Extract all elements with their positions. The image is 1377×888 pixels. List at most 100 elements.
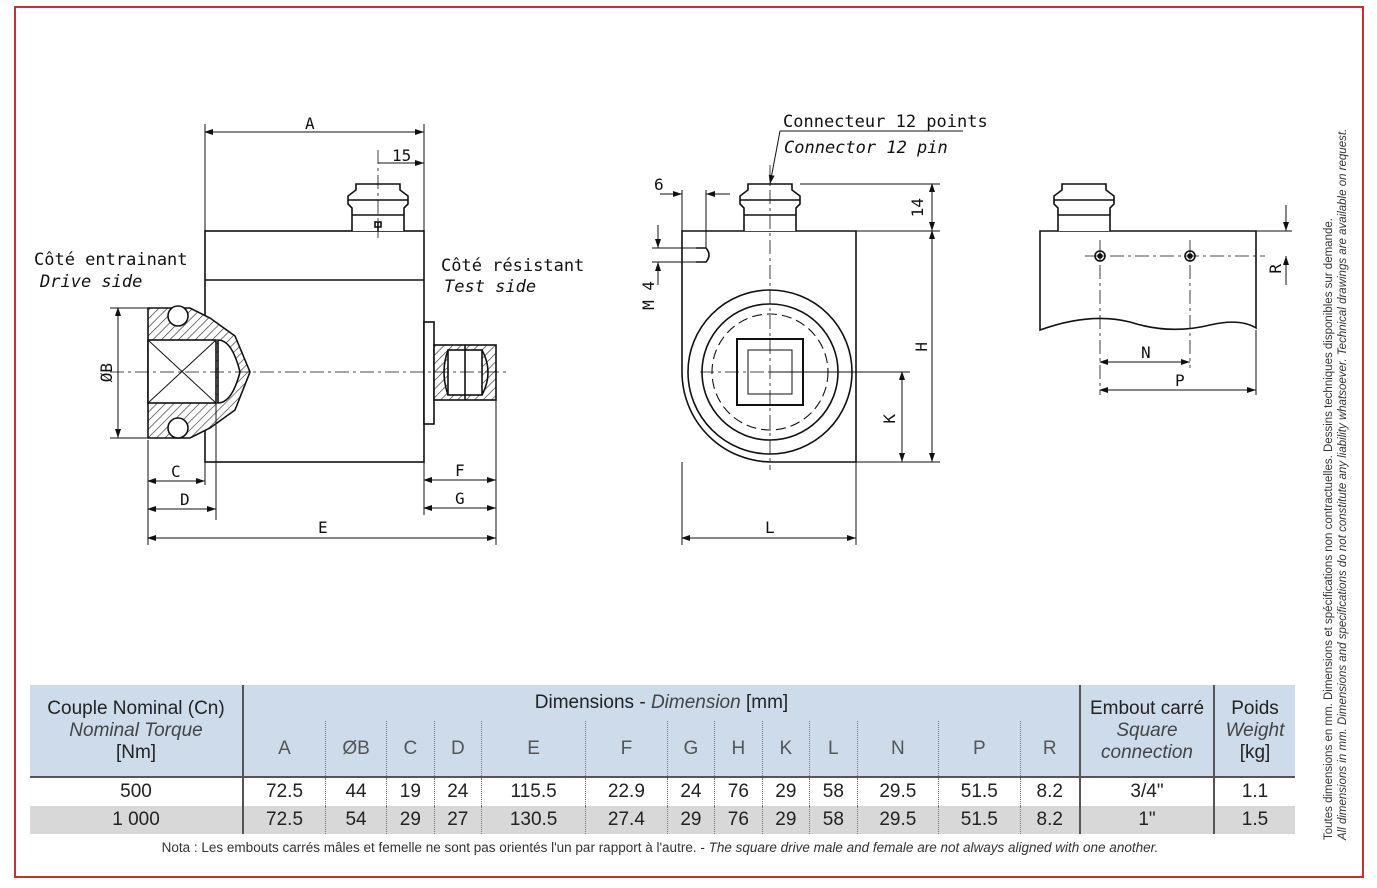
weight-header-title: Poids bbox=[1231, 697, 1279, 719]
torque-cell: 1 000 bbox=[30, 806, 244, 834]
value-cell: 72.5 bbox=[243, 776, 326, 806]
dim-n-label: N bbox=[1141, 343, 1151, 362]
torque-header-title: Couple Nominal (Cn) bbox=[47, 697, 225, 719]
test-side-label-fr: Côté résistant bbox=[441, 256, 585, 276]
col-header: D bbox=[433, 721, 482, 777]
dim-a-label: A bbox=[305, 114, 315, 133]
dim-k-label: K bbox=[880, 414, 899, 424]
col-header: L bbox=[809, 721, 858, 777]
torque-header-sub: Nominal Torque bbox=[69, 719, 203, 741]
dimensions-header: Dimensions - Dimension [mm] bbox=[243, 685, 1081, 721]
square-header-title: Embout carré bbox=[1089, 697, 1205, 719]
table-row: 1 000 72.5 54 29 27 130.5 27.4 29 76 29 … bbox=[30, 806, 1295, 834]
weight-header: Poids Weight [kg] bbox=[1214, 685, 1295, 777]
col-header: N bbox=[856, 721, 939, 777]
dim-g-label: G bbox=[455, 489, 465, 508]
value-cell: 29 bbox=[761, 776, 810, 806]
col-header: E bbox=[481, 721, 586, 777]
weight-cell: 1.5 bbox=[1214, 806, 1295, 834]
footnote-en: The square drive male and female are not… bbox=[708, 840, 1159, 855]
dim-15-label: 15 bbox=[392, 146, 412, 165]
value-cell: 29.5 bbox=[856, 806, 939, 834]
value-cell: 51.5 bbox=[938, 776, 1021, 806]
value-cell: 44 bbox=[325, 776, 387, 806]
top-view bbox=[1039, 183, 1257, 332]
footnote-fr: Nota : Les embouts carrés mâles et femel… bbox=[161, 840, 709, 855]
side-view bbox=[110, 150, 510, 463]
table-row: 500 72.5 44 19 24 115.5 22.9 24 76 29 58… bbox=[30, 776, 1295, 806]
value-cell: 29 bbox=[761, 806, 810, 834]
weight-header-unit: [kg] bbox=[1239, 741, 1271, 763]
col-header: K bbox=[761, 721, 810, 777]
dimensions-header-unit: [mm] bbox=[740, 692, 789, 713]
dim-c-label: C bbox=[171, 462, 181, 481]
drive-side-label-en: Drive side bbox=[40, 272, 143, 292]
value-cell: 19 bbox=[386, 776, 435, 806]
top-view-dimensions bbox=[1085, 205, 1292, 395]
col-header: H bbox=[714, 721, 763, 777]
value-cell: 8.2 bbox=[1019, 776, 1081, 806]
value-cell: 72.5 bbox=[243, 806, 326, 834]
torque-header: Couple Nominal (Cn) Nominal Torque [Nm] bbox=[30, 685, 244, 777]
weight-header-sub: Weight bbox=[1225, 719, 1285, 741]
weight-cell: 1.1 bbox=[1214, 776, 1295, 806]
value-cell: 58 bbox=[809, 776, 858, 806]
torque-header-unit: [Nm] bbox=[115, 741, 157, 763]
dim-p-label: P bbox=[1175, 371, 1185, 390]
dim-h-label: H bbox=[912, 342, 931, 352]
dimensions-header-title: Dimensions - bbox=[534, 692, 651, 713]
table-header-row: Couple Nominal (Cn) Nominal Torque [Nm] … bbox=[30, 685, 1295, 777]
value-cell: 29.5 bbox=[856, 776, 939, 806]
col-header: A bbox=[243, 721, 326, 777]
value-cell: 8.2 bbox=[1019, 806, 1081, 834]
dim-6-label: 6 bbox=[654, 175, 664, 194]
dim-14-label: 14 bbox=[908, 198, 927, 218]
dimensions-header-sub: Dimension bbox=[650, 692, 741, 713]
square-cell: 3/4" bbox=[1080, 776, 1215, 806]
value-cell: 29 bbox=[386, 806, 435, 834]
value-cell: 76 bbox=[714, 776, 763, 806]
footnote: Nota : Les embouts carrés mâles et femel… bbox=[0, 840, 1320, 855]
value-cell: 51.5 bbox=[938, 806, 1021, 834]
col-header: F bbox=[585, 721, 668, 777]
side-disclaimer: Toutes dimensions en mm. Dimensions et s… bbox=[1322, 120, 1354, 840]
connector-label-fr: Connecteur 12 points bbox=[783, 112, 988, 132]
side-view-dimensions bbox=[110, 124, 497, 545]
value-cell: 54 bbox=[325, 806, 387, 834]
connector-label-en: Connector 12 pin bbox=[784, 138, 948, 158]
dim-d-label: D bbox=[180, 490, 190, 509]
front-view bbox=[681, 165, 857, 470]
square-header-sub1: Square bbox=[1116, 719, 1178, 741]
square-header-sub2: connection bbox=[1101, 741, 1193, 763]
test-side-label-en: Test side bbox=[444, 277, 537, 297]
col-header: G bbox=[666, 721, 715, 777]
square-header: Embout carré Square connection bbox=[1080, 685, 1215, 777]
page-frame bbox=[14, 6, 1364, 878]
torque-cell: 500 bbox=[30, 776, 244, 806]
side-disclaimer-fr: Toutes dimensions en mm. Dimensions et s… bbox=[1323, 218, 1335, 840]
value-cell: 130.5 bbox=[481, 806, 586, 834]
value-cell: 76 bbox=[714, 806, 763, 834]
drive-side-label-fr: Côté entrainant bbox=[34, 250, 188, 270]
value-cell: 27.4 bbox=[585, 806, 668, 834]
value-cell: 58 bbox=[809, 806, 858, 834]
value-cell: 22.9 bbox=[585, 776, 668, 806]
dim-b-label: ØB bbox=[97, 363, 116, 383]
value-cell: 115.5 bbox=[481, 776, 586, 806]
value-cell: 24 bbox=[666, 776, 715, 806]
col-header: P bbox=[938, 721, 1021, 777]
square-cell: 1" bbox=[1080, 806, 1215, 834]
col-header: ØB bbox=[325, 721, 387, 777]
value-cell: 27 bbox=[433, 806, 482, 834]
dim-l-label: L bbox=[765, 518, 775, 537]
value-cell: 24 bbox=[433, 776, 482, 806]
front-view-dimensions bbox=[652, 130, 963, 545]
side-disclaimer-en: All dimensions in mm. Dimensions and spe… bbox=[1337, 128, 1349, 840]
dim-e-label: E bbox=[318, 518, 328, 537]
value-cell: 29 bbox=[666, 806, 715, 834]
dim-m4-label: M 4 bbox=[639, 281, 658, 310]
dimensions-table: Couple Nominal (Cn) Nominal Torque [Nm] … bbox=[30, 685, 1295, 834]
dim-f-label: F bbox=[455, 461, 465, 480]
dim-r-label: R bbox=[1266, 264, 1285, 274]
